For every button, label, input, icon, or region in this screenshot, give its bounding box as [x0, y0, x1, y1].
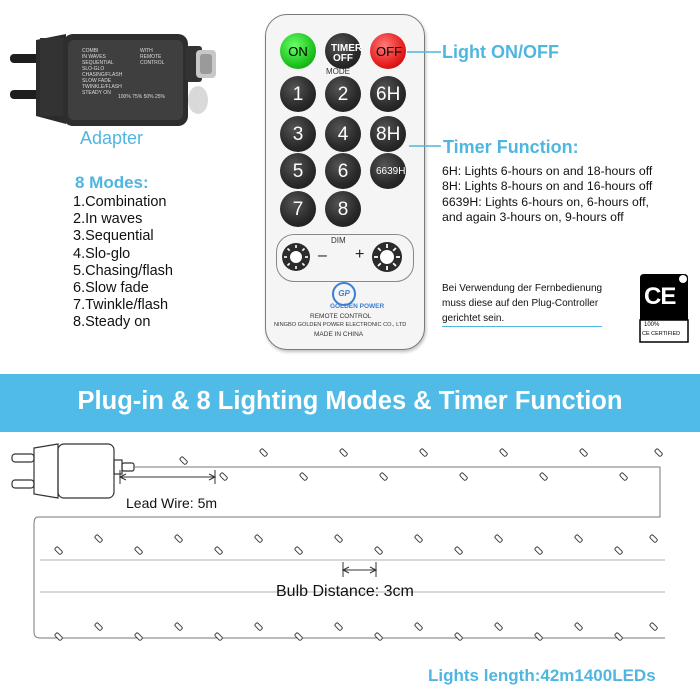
mode-8-button[interactable]: 8 — [325, 191, 361, 227]
ce-certified-badge: CE 100% CE CERTIFIED — [638, 270, 690, 344]
mode-5-button[interactable]: 5 — [280, 153, 316, 189]
remote-brand: GOLDEN POWER — [330, 303, 385, 310]
banner-title: Plug-in & 8 Lighting Modes & Timer Funct… — [77, 387, 623, 415]
off-button[interactable]: OFF — [370, 33, 406, 69]
ce-percent: 100% — [644, 322, 660, 328]
mode-item: 4.Slo-glo — [73, 245, 131, 262]
mode-7-button[interactable]: 7 — [280, 191, 316, 227]
timer-description: 6H: Lights 6-hours on and 18-hours off 8… — [442, 164, 653, 225]
remote-company-label: NINGBO GOLDEN POWER ELECTRONIC CO., LTD — [274, 322, 407, 328]
mode-1-button[interactable]: 1 — [280, 76, 316, 112]
plug-adapter-image — [10, 34, 216, 126]
mode-label: MODE — [326, 67, 350, 76]
dim-plus: + — [355, 246, 365, 263]
mode-item: 3.Sequential — [73, 228, 154, 245]
mode-6-button[interactable]: 6 — [325, 153, 361, 189]
mode-item: 5.Chasing/flash — [73, 262, 173, 279]
dim-up-icon[interactable] — [370, 240, 404, 274]
adapter-brand-label: WITH REMOTE CONTROL — [140, 48, 165, 66]
lights-length-label: Lights length:42m1400LEDs — [428, 666, 656, 685]
adapter-percent-label: 100% 75% 50% 25% — [118, 94, 165, 100]
modes-title: 8 Modes: — [75, 173, 149, 192]
mode-item: 6.Slow fade — [73, 280, 149, 297]
timer-off-button[interactable]: TIMER OFF — [325, 33, 362, 69]
bulb-distance-label: Bulb Distance: 3cm — [276, 583, 414, 600]
adapter-mode-label: COMBI IN WAVES SEQUENTIAL SLO-GLO CHASIN… — [82, 48, 123, 96]
mode-item: 8.Steady on — [73, 314, 151, 331]
title-banner: Plug-in & 8 Lighting Modes & Timer Funct… — [0, 374, 700, 432]
timer-8h-button[interactable]: 8H — [370, 116, 406, 152]
adapter-caption: Adapter — [80, 128, 144, 148]
ce-certified-text: CE CERTIFIED — [642, 331, 681, 337]
mode-item: 7.Twinkle/flash — [73, 297, 169, 314]
remote-made-in-label: MADE IN CHINA — [314, 331, 364, 338]
timer-6639h-button[interactable]: 6639H — [370, 153, 406, 189]
timer-6h-button[interactable]: 6H — [370, 76, 406, 112]
mode-item: 1.Combination — [73, 194, 167, 210]
on-button[interactable]: ON — [280, 33, 316, 69]
dim-panel — [276, 234, 414, 282]
callout-lines — [407, 51, 441, 147]
mode-3-button[interactable]: 3 — [280, 116, 316, 152]
dim-minus: – — [318, 247, 327, 264]
modes-list: 1.Combination 2.In waves 3.Sequential 4.… — [73, 194, 173, 332]
timer-function-heading: Timer Function: — [443, 137, 579, 157]
light-onoff-heading: Light ON/OFF — [442, 42, 559, 62]
light-string-diagram — [11, 443, 665, 641]
golden-power-logo: GP — [332, 282, 356, 306]
dim-down-icon[interactable] — [280, 241, 312, 273]
ce-mark-text: CE — [644, 283, 676, 310]
mode-4-button[interactable]: 4 — [325, 116, 361, 152]
mode-item: 2.In waves — [73, 211, 143, 228]
mode-2-button[interactable]: 2 — [325, 76, 361, 112]
lead-wire-label: Lead Wire: 5m — [126, 495, 218, 511]
dim-label: DIM — [331, 236, 346, 245]
german-notice: Bei Verwendung der Fernbedienung muss di… — [442, 281, 603, 327]
remote-control-label: REMOTE CONTROL — [310, 313, 372, 320]
